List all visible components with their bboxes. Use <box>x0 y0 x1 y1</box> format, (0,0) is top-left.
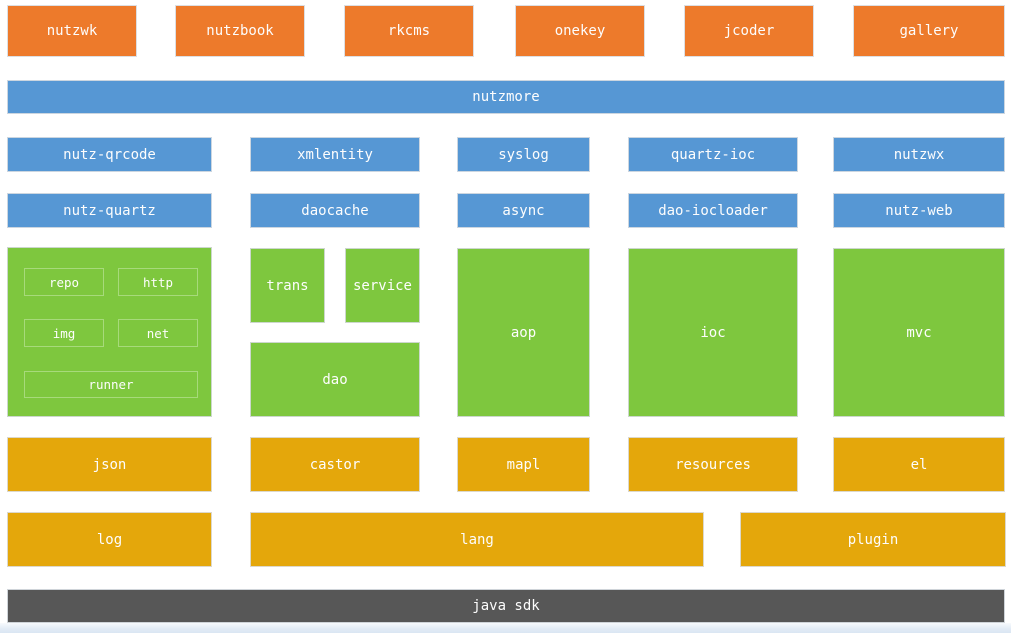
block-nutzwx: nutzwx <box>833 137 1005 172</box>
block-nutzmore: nutzmore <box>7 80 1005 114</box>
block-repo: repo <box>24 268 104 296</box>
block-aop: aop <box>457 248 590 417</box>
block-mvc: mvc <box>833 248 1005 417</box>
block-quartz-ioc: quartz-ioc <box>628 137 798 172</box>
bottom-edge-strip <box>0 623 1011 633</box>
block-trans: trans <box>250 248 325 323</box>
block-mapl: mapl <box>457 437 590 492</box>
block-nutz-qrcode: nutz-qrcode <box>7 137 212 172</box>
block-resources: resources <box>628 437 798 492</box>
block-castor: castor <box>250 437 420 492</box>
block-dao: dao <box>250 342 420 417</box>
block-log: log <box>7 512 212 567</box>
block-dao-iocloader: dao-iocloader <box>628 193 798 228</box>
block-runner: runner <box>24 371 198 398</box>
block-util-group: repo http img net runner <box>7 247 212 417</box>
block-nutz-quartz: nutz-quartz <box>7 193 212 228</box>
block-rkcms: rkcms <box>344 5 474 57</box>
block-daocache: daocache <box>250 193 420 228</box>
block-json: json <box>7 437 212 492</box>
block-http: http <box>118 268 198 296</box>
block-lang: lang <box>250 512 704 567</box>
block-el: el <box>833 437 1005 492</box>
block-async: async <box>457 193 590 228</box>
block-java-sdk: java sdk <box>7 589 1005 623</box>
block-xmlentity: xmlentity <box>250 137 420 172</box>
block-nutzwk: nutzwk <box>7 5 137 57</box>
block-gallery: gallery <box>853 5 1005 57</box>
block-net: net <box>118 319 198 347</box>
block-img: img <box>24 319 104 347</box>
block-nutzbook: nutzbook <box>175 5 305 57</box>
block-syslog: syslog <box>457 137 590 172</box>
block-nutz-web: nutz-web <box>833 193 1005 228</box>
block-onekey: onekey <box>515 5 645 57</box>
block-ioc: ioc <box>628 248 798 417</box>
block-jcoder: jcoder <box>684 5 814 57</box>
block-plugin: plugin <box>740 512 1006 567</box>
block-service: service <box>345 248 420 323</box>
